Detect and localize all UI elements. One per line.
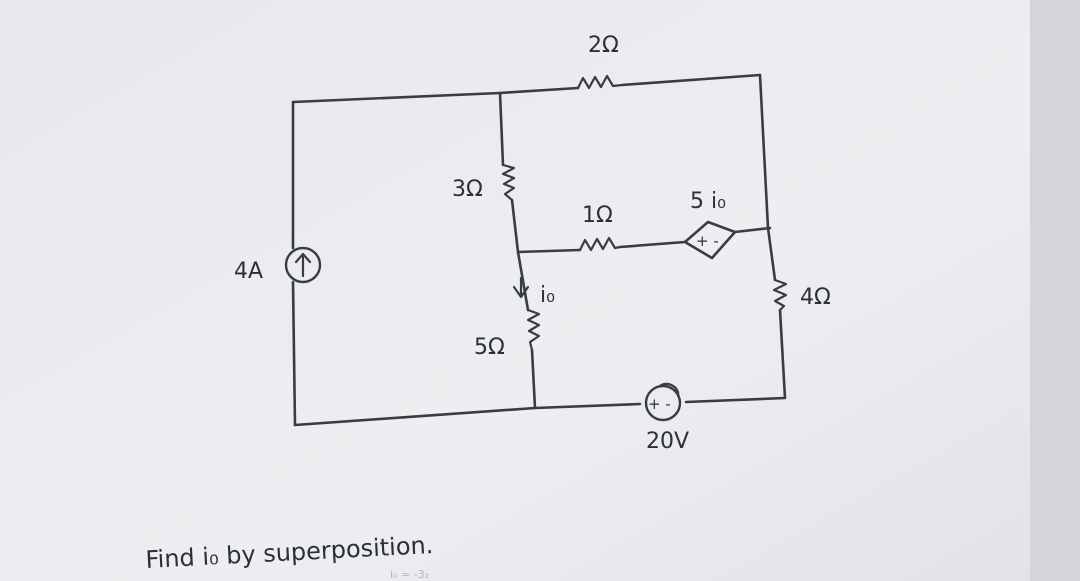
label-r-top: 2Ω: [588, 33, 619, 58]
label-dependent-source: 5 i₀: [690, 189, 726, 214]
resistor-5ohm: [526, 308, 541, 352]
voltage-source-polarity: + -: [648, 395, 671, 413]
label-r-1: 1Ω: [582, 203, 613, 228]
dependent-source-polarity: + -: [696, 232, 719, 250]
resistor-3ohm: [501, 163, 516, 202]
voltage-source-20v: [644, 382, 682, 422]
circuit-wires: [291, 73, 787, 427]
label-r-4: 4Ω: [800, 285, 831, 310]
wire-left-top: [291, 91, 502, 104]
label-voltage-source: 20V: [646, 429, 689, 454]
wire-mid-bottom: [530, 348, 537, 410]
pencil-margin-note: i₀ = -3₂: [390, 568, 429, 581]
dependent-voltage-source: [683, 220, 737, 260]
label-r-5: 5Ω: [474, 335, 505, 360]
wire-mid-top: [498, 91, 505, 167]
wire-middle-branch: [516, 226, 772, 254]
resistor-1ohm: [578, 236, 622, 252]
wire-left-vertical: [291, 100, 297, 427]
label-current-i0: i₀: [540, 283, 555, 308]
wire-top-right: [498, 73, 762, 95]
current-source-4a: [284, 246, 322, 284]
label-r-3: 3Ω: [452, 177, 483, 202]
resistor-2ohm: [576, 74, 624, 90]
label-current-source: 4A: [234, 259, 263, 284]
paper-background: [0, 0, 1030, 581]
current-arrow-i0: [512, 276, 530, 299]
paper-edge-shadow: [1030, 0, 1080, 581]
resistor-4ohm: [772, 278, 788, 312]
